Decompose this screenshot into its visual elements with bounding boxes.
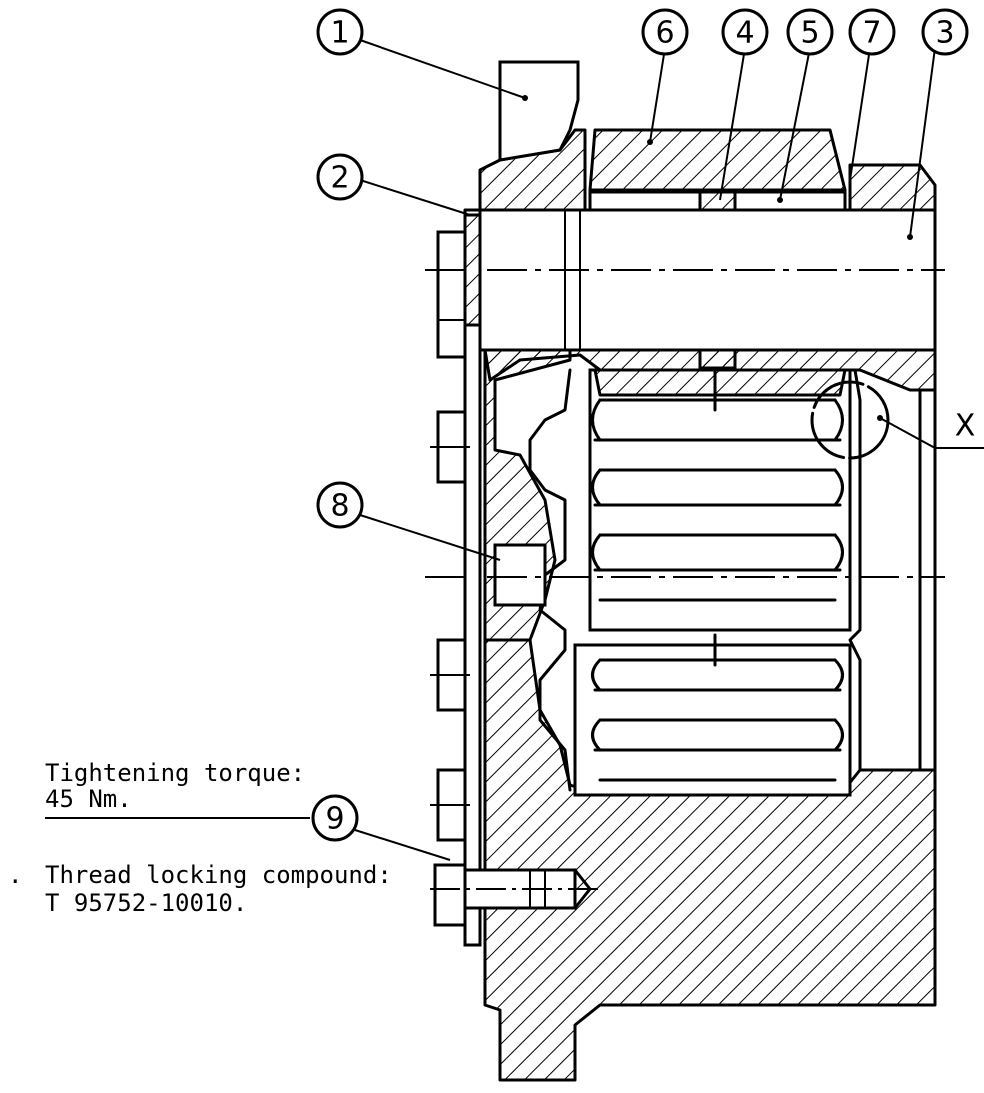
planet-carrier-outline <box>528 368 572 792</box>
callout-7: 7 <box>848 8 896 56</box>
callout-1: 1 <box>316 8 364 56</box>
leader-lines <box>45 39 984 861</box>
callout-5: 5 <box>786 8 834 56</box>
svg-text:6: 6 <box>655 16 674 51</box>
svg-text:4: 4 <box>735 16 754 51</box>
callout-2: 2 <box>316 153 364 201</box>
svg-text:3: 3 <box>935 16 954 51</box>
planet-gear-upper <box>588 368 852 632</box>
bullet-marker: . <box>8 861 23 889</box>
torque-label: Tightening torque: <box>45 759 306 787</box>
svg-text:7: 7 <box>862 16 881 51</box>
part-1-shaft-boss <box>498 60 580 162</box>
part-6-gear-section <box>588 128 847 192</box>
locking-compound-value: T 95752-10010. <box>45 889 248 917</box>
svg-text:2: 2 <box>330 161 349 196</box>
cover-bolts <box>430 230 470 842</box>
part-9-screw <box>430 863 600 927</box>
svg-text:8: 8 <box>330 489 349 524</box>
torque-value: 45 Nm. <box>45 785 132 813</box>
callout-8: 8 <box>316 481 364 529</box>
svg-text:9: 9 <box>325 802 344 837</box>
callout-3: 3 <box>921 8 969 56</box>
planet-gear-teeth-lower <box>591 658 844 782</box>
detail-x-label: X <box>955 409 976 444</box>
part-3-planet-pin <box>478 208 937 352</box>
callout-6: 6 <box>641 8 689 56</box>
locking-compound-label: Thread locking compound: <box>45 861 392 889</box>
svg-text:5: 5 <box>800 16 819 51</box>
planet-gear-teeth-upper <box>591 398 844 602</box>
part-4-spacer <box>698 188 737 212</box>
callout-9: 9 <box>311 794 359 842</box>
housing-top-right <box>848 163 937 212</box>
part-2-washer <box>463 208 482 327</box>
housing-top-left <box>478 128 587 212</box>
callout-4: 4 <box>721 8 769 56</box>
svg-text:1: 1 <box>330 16 349 51</box>
part-8-snap-ring <box>493 543 547 607</box>
detail-x-circle <box>810 380 890 460</box>
